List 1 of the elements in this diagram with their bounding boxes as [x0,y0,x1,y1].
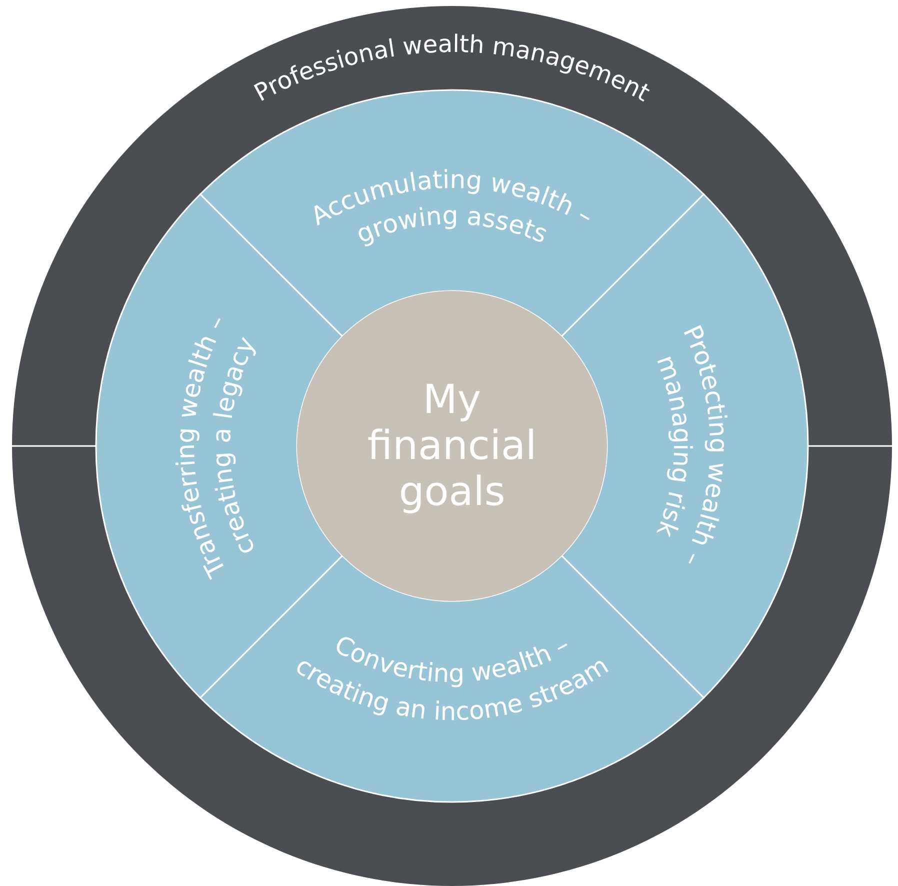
center-label: My financial goals [366,377,538,515]
